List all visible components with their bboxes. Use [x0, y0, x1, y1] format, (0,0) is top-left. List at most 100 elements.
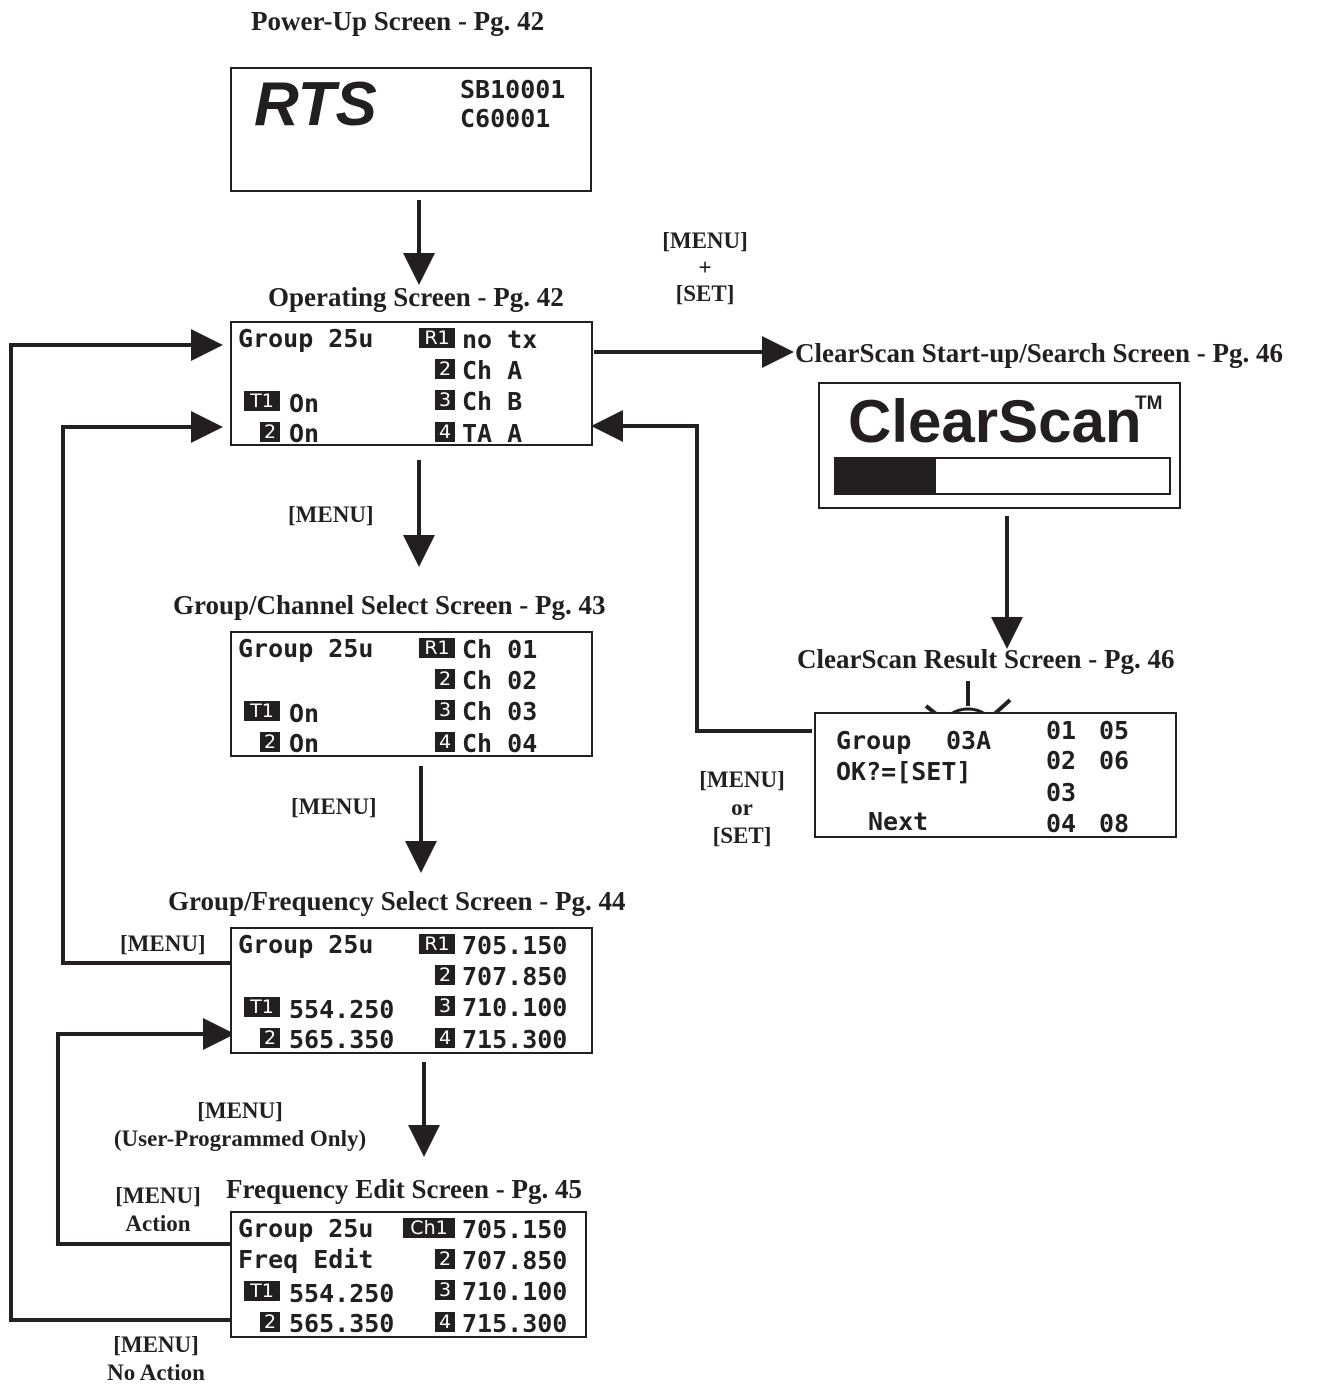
label-line: [MENU]: [197, 1098, 283, 1123]
rts-logo: RTS: [254, 70, 377, 139]
label-menu-action: [MENU] Action: [108, 1182, 208, 1238]
transmitter-2-value: On: [289, 419, 320, 448]
transmitter-2-value: 565.350: [289, 1309, 395, 1338]
transmitter-1-value: On: [289, 389, 320, 418]
label-line: or: [731, 795, 753, 821]
group-label: Group 25u: [238, 1214, 374, 1243]
receiver-4-badge: 4: [435, 1028, 455, 1048]
clearscan-result-screen: Group 03A OK?=[SET] Next 01 05 02 06 03 …: [814, 712, 1177, 838]
label-menu: [MENU]: [291, 794, 377, 819]
label-line: [MENU]: [115, 1183, 201, 1208]
operating-screen: Group 25u R1 no tx 2 Ch A T1 On 3 Ch B 2…: [230, 321, 593, 446]
next-label: Next: [868, 807, 929, 836]
ok-set-prompt: OK?=[SET]: [836, 757, 972, 786]
group-label: Group 25u: [238, 930, 374, 959]
label-menu-or-set: [MENU] or [SET]: [693, 766, 791, 850]
label-menu-plus-set: [MENU] + [SET]: [655, 227, 755, 308]
receiver-3-badge: 3: [435, 1280, 455, 1300]
receiver-4-badge: 4: [435, 1312, 455, 1332]
label-line: +: [698, 255, 712, 281]
receiver-1-value: Ch 01: [462, 635, 538, 664]
freq-edit-label: Freq Edit: [238, 1245, 374, 1274]
label-menu-user-programmed: [MENU] (User-Programmed Only): [105, 1097, 375, 1153]
group-frequency-screen: Group 25u R1 705.150 2 707.850 T1 554.25…: [230, 927, 593, 1054]
label-line: [SET]: [712, 823, 772, 849]
powerup-screen: RTS SB10001 C60001: [230, 67, 592, 192]
receiver-1-value: no tx: [462, 325, 538, 354]
channel-list-item: 08: [1099, 809, 1130, 838]
channel-list-item: 04: [1046, 809, 1077, 838]
transmitter-2-badge: 2: [260, 732, 280, 752]
powerup-line1: SB10001: [460, 75, 566, 104]
receiver-4-value: TA A: [462, 419, 523, 448]
group-label: Group 25u: [238, 634, 374, 663]
channel-list-item: 01: [1046, 716, 1077, 745]
frequency-edit-screen: Group 25u Ch1 705.150 Freq Edit 2 707.85…: [230, 1211, 587, 1338]
transmitter-1-badge: T1: [244, 701, 280, 721]
group-label: Group 25u: [238, 324, 374, 353]
transmitter-1-value: 554.250: [289, 1279, 395, 1308]
receiver-3-badge: 3: [435, 700, 455, 720]
trademark-mark: TM: [1135, 393, 1163, 414]
transmitter-2-badge: 2: [260, 1028, 280, 1048]
arrow-freqedit-noaction-to-operating: [9, 329, 232, 1322]
receiver-3-value: 710.100: [462, 993, 568, 1022]
title-clearscan-result: ClearScan Result Screen - Pg. 46: [797, 644, 1175, 674]
receiver-3-value: Ch 03: [462, 697, 538, 726]
title-operating: Operating Screen - Pg. 42: [268, 282, 564, 312]
scan-progress-fill: [836, 459, 936, 493]
receiver-1-value: 705.150: [462, 1215, 568, 1244]
receiver-2-value: Ch A: [462, 356, 523, 385]
transmitter-1-badge: T1: [244, 997, 280, 1017]
label-menu: [MENU]: [120, 931, 206, 956]
receiver-3-value: Ch B: [462, 387, 523, 416]
label-line: [SET]: [675, 281, 735, 307]
label-line: [MENU]: [662, 228, 748, 253]
clearscan-start-screen: ClearScan TM: [818, 382, 1181, 509]
title-clearscan-start: ClearScan Start-up/Search Screen - Pg. 4…: [795, 338, 1283, 368]
receiver-2-badge: 2: [435, 359, 455, 379]
transmitter-2-badge: 2: [260, 422, 280, 442]
transmitter-1-badge: T1: [244, 1281, 280, 1301]
transmitter-2-value: On: [289, 729, 320, 758]
transmitter-1-value: 554.250: [289, 995, 395, 1024]
arrow-result-to-operating: [591, 410, 812, 733]
receiver-2-badge: 2: [435, 965, 455, 985]
label-line: (User-Programmed Only): [113, 1126, 367, 1152]
transmitter-1-value: On: [289, 699, 320, 728]
receiver-4-value: 715.300: [462, 1025, 568, 1054]
result-group-value: 03A: [946, 726, 992, 755]
receiver-2-value: 707.850: [462, 1246, 568, 1275]
channel-1-badge: Ch1: [403, 1218, 455, 1238]
receiver-2-badge: 2: [435, 1249, 455, 1269]
label-line: [MENU]: [113, 1332, 199, 1357]
receiver-1-badge: R1: [419, 638, 455, 658]
receiver-4-value: Ch 04: [462, 729, 538, 758]
channel-list-item: 02: [1046, 746, 1077, 775]
receiver-4-badge: 4: [435, 732, 455, 752]
receiver-1-badge: R1: [419, 328, 455, 348]
arrow-freqedit-action-to-groupfreq: [56, 1018, 235, 1246]
receiver-4-badge: 4: [435, 422, 455, 442]
arrow-groupfreq-to-operating: [61, 411, 232, 965]
title-frequency-edit: Frequency Edit Screen - Pg. 45: [226, 1174, 582, 1204]
title-group-frequency: Group/Frequency Select Screen - Pg. 44: [168, 886, 626, 916]
receiver-3-badge: 3: [435, 390, 455, 410]
label-line: Action: [125, 1211, 191, 1237]
receiver-3-value: 710.100: [462, 1277, 568, 1306]
receiver-1-value: 705.150: [462, 931, 568, 960]
receiver-3-badge: 3: [435, 996, 455, 1016]
result-group-label: Group: [836, 726, 912, 755]
label-line: No Action: [107, 1360, 205, 1386]
group-channel-screen: Group 25u R1 Ch 01 2 Ch 02 T1 On 3 Ch 03…: [230, 631, 593, 757]
channel-list-item: 06: [1099, 746, 1130, 775]
channel-list-item: 03: [1046, 778, 1077, 807]
label-menu: [MENU]: [288, 502, 374, 527]
scan-progress-bar: [834, 457, 1171, 495]
receiver-2-badge: 2: [435, 669, 455, 689]
transmitter-1-badge: T1: [244, 391, 280, 411]
label-line: [MENU]: [699, 767, 785, 792]
transmitter-2-value: 565.350: [289, 1025, 395, 1054]
powerup-line2: C60001: [460, 104, 551, 133]
